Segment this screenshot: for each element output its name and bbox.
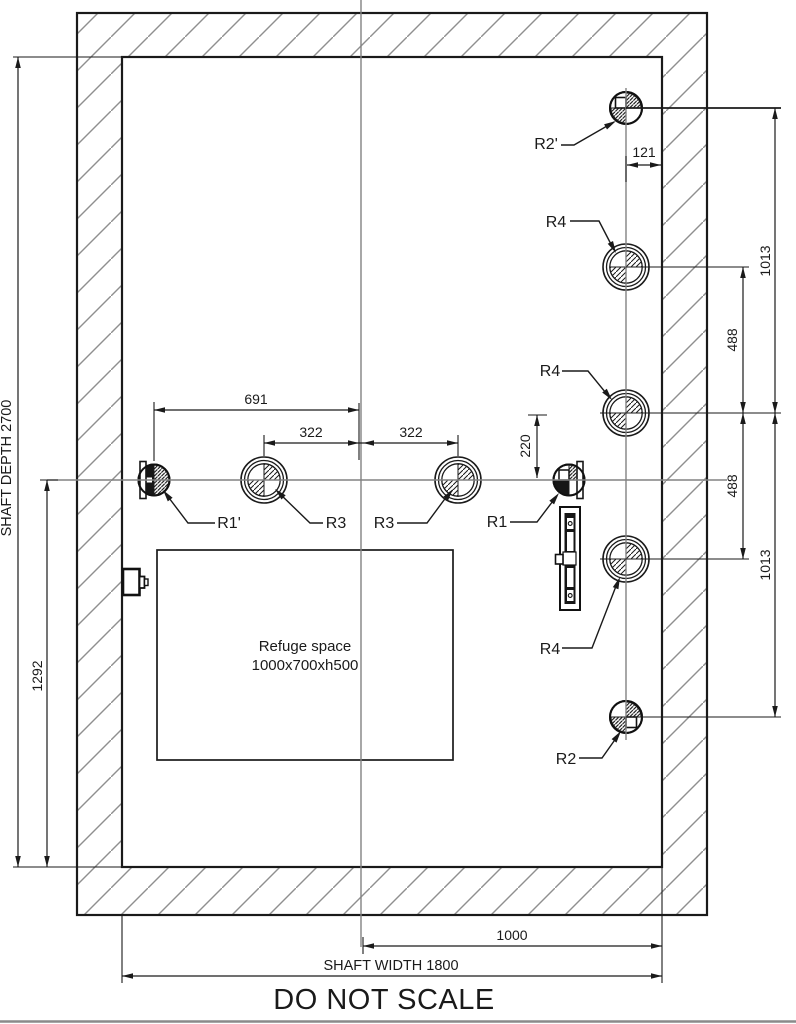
wall-fixture-body: [121, 567, 141, 597]
wall-fixture-tip: [143, 578, 149, 587]
leader-arrowheads: [163, 121, 621, 743]
wall-fixture-knob: [138, 575, 146, 589]
dim-1000: 1000: [496, 927, 527, 943]
leader-r2: [579, 733, 620, 759]
extension-lines: [13, 56, 781, 983]
wall-outer-outline: [75, 11, 709, 917]
label-r4-mid: R4: [540, 363, 561, 380]
refuge-space: Refuge space 1000x700xh500: [156, 549, 454, 761]
label-r2-prime: R2': [534, 136, 558, 153]
wall-fixture: [121, 567, 149, 597]
label-r2: R2: [556, 751, 577, 768]
dim-488-top: 488: [724, 328, 740, 352]
refuge-space-label-line1: Refuge space: [259, 638, 352, 655]
wall-hatch-band: [77, 13, 707, 915]
leader-r1: [510, 496, 557, 523]
leader-r3-left: [277, 491, 323, 524]
leader-r4-top: [570, 220, 615, 251]
component-labels: R2' R4 R4 R4 R2 R1' R3 R3 R1: [217, 136, 576, 768]
dim-1013-top: 1013: [757, 245, 773, 276]
bracket-clip: [562, 551, 577, 566]
label-r4-bottom: R4: [540, 641, 561, 658]
dim-1292: 1292: [29, 660, 45, 691]
label-r3-right: R3: [374, 515, 395, 532]
dim-1013-bottom: 1013: [757, 549, 773, 580]
wall-inner-outline: [120, 55, 664, 869]
label-r4-top: R4: [546, 214, 567, 231]
dimension-arrows: [15, 57, 778, 979]
bracket-slot: [567, 568, 574, 587]
bracket-tab: [554, 553, 564, 565]
shaft-walls: [75, 11, 709, 917]
refuge-space-outline: [156, 549, 454, 761]
leader-r4-bottom: [562, 580, 619, 649]
centerlines: [47, 0, 727, 947]
label-r1-prime: R1': [217, 515, 241, 532]
leader-lines: [165, 121, 620, 759]
label-r3-left: R3: [326, 515, 347, 532]
leader-r1-prime: [165, 493, 215, 524]
guide-rail-bracket: [554, 506, 581, 611]
dim-691: 691: [244, 391, 268, 407]
dim-220: 220: [517, 434, 533, 458]
leader-r2-prime: [561, 121, 615, 146]
dim-121: 121: [632, 144, 656, 160]
bracket-slot: [567, 532, 574, 551]
dim-322-left: 322: [299, 424, 323, 440]
do-not-scale-note: DO NOT SCALE: [273, 984, 494, 1016]
shaft-depth-label: SHAFT DEPTH 2700: [0, 400, 15, 537]
shaft-width-label: SHAFT WIDTH 1800: [323, 958, 458, 974]
bracket-bolt-bottom: [567, 593, 573, 598]
dim-322-right: 322: [399, 424, 423, 440]
dim-488-bottom: 488: [724, 474, 740, 498]
dimension-texts: SHAFT DEPTH 2700 1292 691 322 322 220 12…: [0, 144, 773, 974]
leader-r4-mid: [562, 370, 611, 399]
leader-r3-right: [397, 491, 451, 524]
refuge-space-label-line2: 1000x700xh500: [252, 657, 359, 674]
bracket-bolt-top: [567, 521, 573, 526]
label-r1: R1: [487, 514, 508, 531]
